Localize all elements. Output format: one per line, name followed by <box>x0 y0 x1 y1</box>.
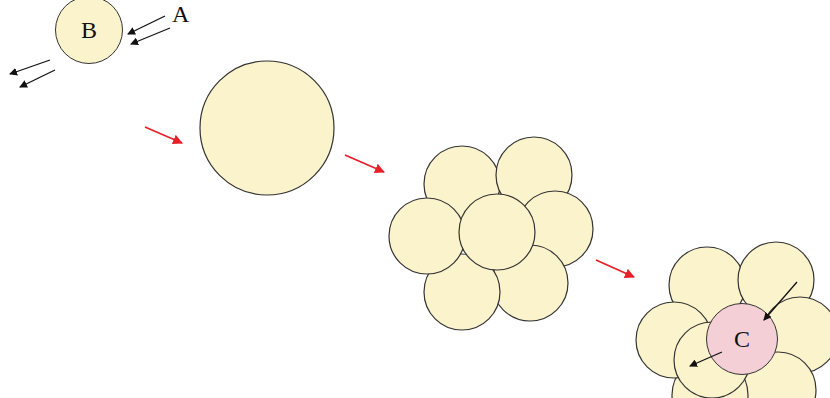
differentiated-cell: C <box>706 303 778 375</box>
differentiated-cluster <box>636 242 830 398</box>
stage-arrow <box>596 260 634 277</box>
stem-cell: B <box>55 0 123 64</box>
stage-arrow <box>145 127 182 143</box>
uptake-arrow <box>128 16 165 34</box>
cell-label: C <box>734 327 750 351</box>
cell-cluster <box>389 137 593 330</box>
output-arrow <box>20 70 55 87</box>
output-arrow <box>10 60 50 74</box>
part-label: A <box>172 2 189 26</box>
cell-label: B <box>81 18 97 42</box>
uptake-arrow <box>131 28 170 44</box>
grown-cell <box>200 61 334 195</box>
stage-arrow <box>345 155 384 172</box>
